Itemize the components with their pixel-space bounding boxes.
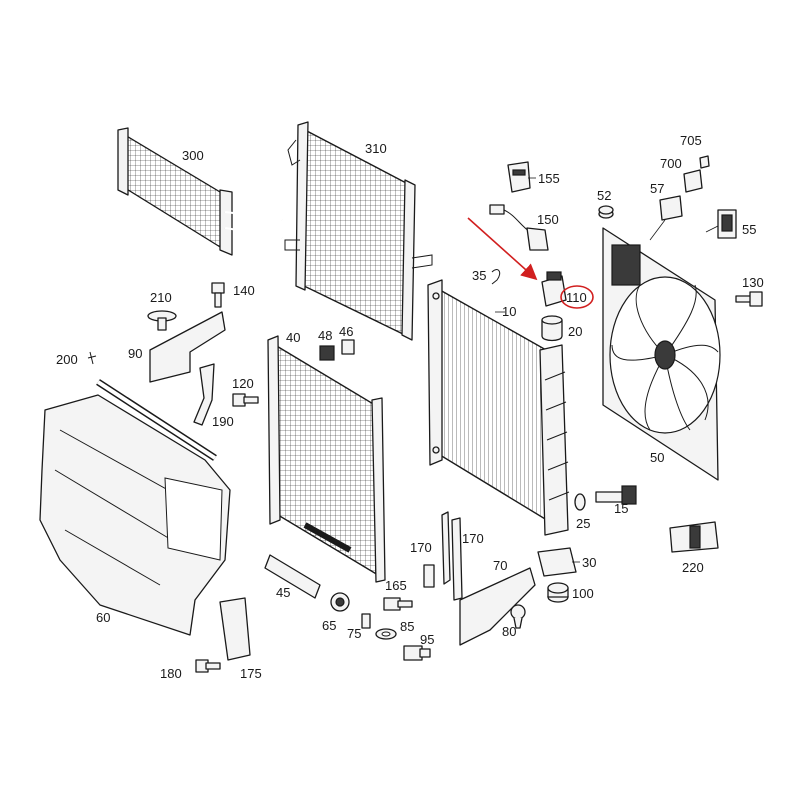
callout-46: 46 (339, 324, 353, 339)
sensor-150: 150 (489, 204, 559, 251)
callout-140: 140 (233, 283, 255, 298)
condenser-40: 40 (267, 330, 386, 583)
callout-100: 100 (572, 586, 594, 601)
bolt-95: 95 (403, 632, 434, 661)
condenser-310: 310 (284, 121, 433, 341)
callout-300: 300 (182, 148, 204, 163)
connector-57: 57 (649, 181, 683, 241)
clip-80: 80 (502, 604, 526, 639)
callout-25: 25 (576, 516, 590, 531)
drain-25: 25 (574, 493, 590, 531)
callout-200: 200 (56, 352, 78, 367)
callout-60: 60 (96, 610, 110, 625)
callout-150: 150 (537, 212, 559, 227)
bolt-140: 140 (211, 282, 255, 308)
cap-20: 20 (541, 315, 582, 342)
callout-155: 155 (538, 171, 560, 186)
highlight-circle (560, 285, 594, 309)
bracket-170b: 170 (451, 517, 484, 601)
callout-15: 15 (614, 501, 628, 516)
air-guide-70: 70 (459, 558, 536, 646)
bolt-120: 120 (232, 376, 259, 407)
callout-80: 80 (502, 624, 516, 639)
fan-shroud-50: 50 (602, 227, 721, 481)
callout-210: 210 (150, 290, 172, 305)
sensor-110: 110 (467, 217, 594, 309)
callout-120: 120 (232, 376, 254, 391)
callout-20: 20 (568, 324, 582, 339)
callout-55: 55 (742, 222, 756, 237)
callout-175: 175 (240, 666, 262, 681)
callout-70: 70 (493, 558, 507, 573)
callout-220: 220 (682, 560, 704, 575)
callout-180: 180 (160, 666, 182, 681)
callout-52: 52 (597, 188, 611, 203)
drain-plug-15: 15 (595, 485, 637, 516)
callout-50: 50 (650, 450, 664, 465)
callout-705: 705 (680, 133, 702, 148)
callout-45: 45 (276, 585, 290, 600)
plug-65: 65 (322, 592, 350, 633)
screw-75: 75 (347, 613, 371, 641)
connector-155: 155 (507, 161, 560, 193)
bolt-165: 165 (383, 578, 413, 611)
callout-40: 40 (286, 330, 300, 345)
bracket-190: 190 (193, 363, 234, 429)
callout-35: 35 (472, 268, 486, 283)
clip-35: 35 (472, 268, 501, 285)
bracket-170a: 170 (410, 511, 451, 588)
callout-310: 310 (365, 141, 387, 156)
callout-170b: 170 (462, 531, 484, 546)
callout-700: 700 (660, 156, 682, 171)
connector-700: 700 (660, 156, 703, 193)
fitting-46: 46 (339, 324, 355, 355)
connector-55: 55 (705, 209, 756, 239)
oil-cooler-300: 300 (117, 127, 283, 256)
bolt-130: 130 (735, 275, 764, 307)
callout-85: 85 (400, 619, 414, 634)
bracket-220: 220 (669, 521, 719, 575)
callout-48: 48 (318, 328, 332, 343)
callout-130: 130 (742, 275, 764, 290)
seal-200: 200 (56, 351, 217, 461)
callout-90: 90 (128, 346, 142, 361)
fitting-48: 48 (318, 328, 335, 361)
grommet-52: 52 (597, 188, 614, 219)
callout-65: 65 (322, 618, 336, 633)
bracket-90: 90 (128, 311, 226, 383)
mount-30: 30 (537, 547, 596, 577)
bolt-180: 180 (160, 659, 221, 681)
clip-210: 210 (147, 290, 177, 331)
callout-30: 30 (582, 555, 596, 570)
callout-95: 95 (420, 632, 434, 647)
callout-10: 10 (502, 304, 516, 319)
highlight-arrow (467, 217, 538, 281)
bushing-100: 100 (547, 582, 594, 603)
air-duct-60: 60 (39, 394, 231, 636)
callout-165: 165 (385, 578, 407, 593)
callout-57: 57 (650, 181, 664, 196)
callout-190: 190 (212, 414, 234, 429)
dryer-45: 45 (264, 554, 321, 600)
bracket-175: 175 (219, 597, 262, 681)
radiator-10: 10 (427, 279, 570, 536)
terminal-705: 705 (680, 133, 710, 169)
callout-170a: 170 (410, 540, 432, 555)
callout-75: 75 (347, 626, 361, 641)
callout-110: 110 (566, 290, 587, 305)
washer-85: 85 (375, 619, 414, 640)
